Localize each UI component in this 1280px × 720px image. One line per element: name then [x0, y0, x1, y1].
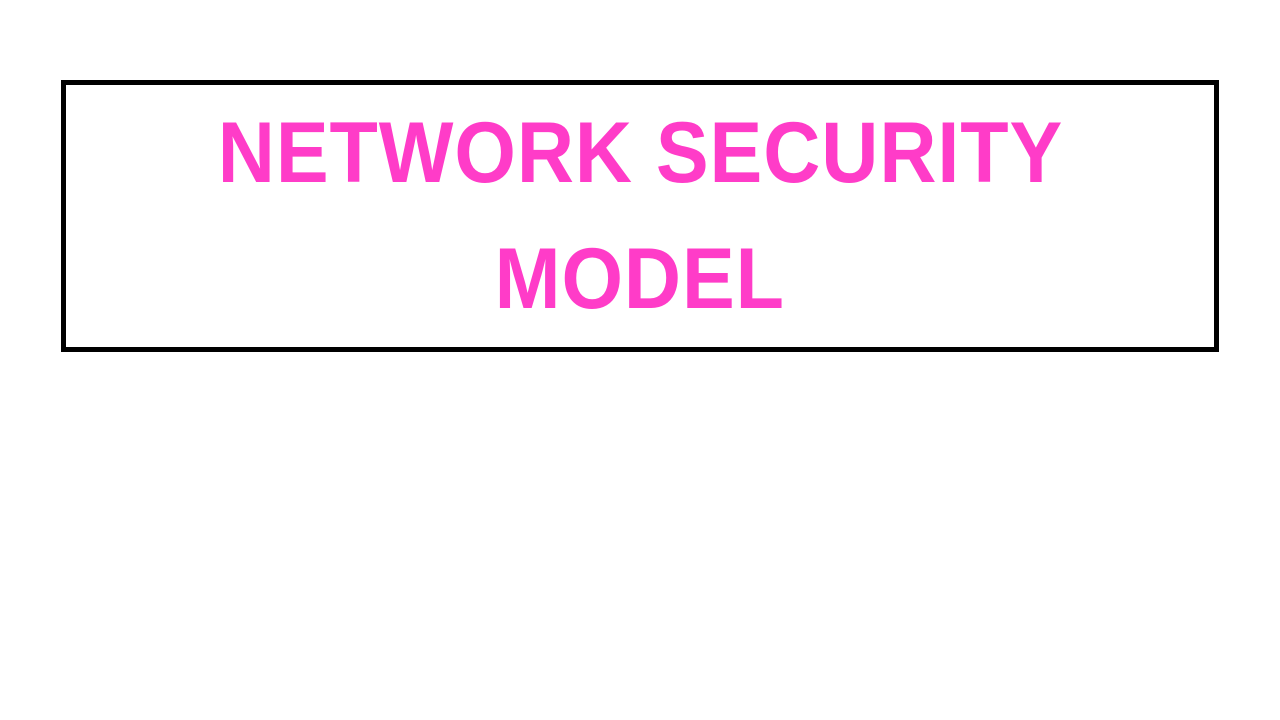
title-box: NETWORK SECURITY MODEL: [61, 80, 1219, 352]
slide-title-line-2: MODEL: [494, 231, 786, 327]
slide-title-line-1: NETWORK SECURITY: [217, 105, 1063, 201]
